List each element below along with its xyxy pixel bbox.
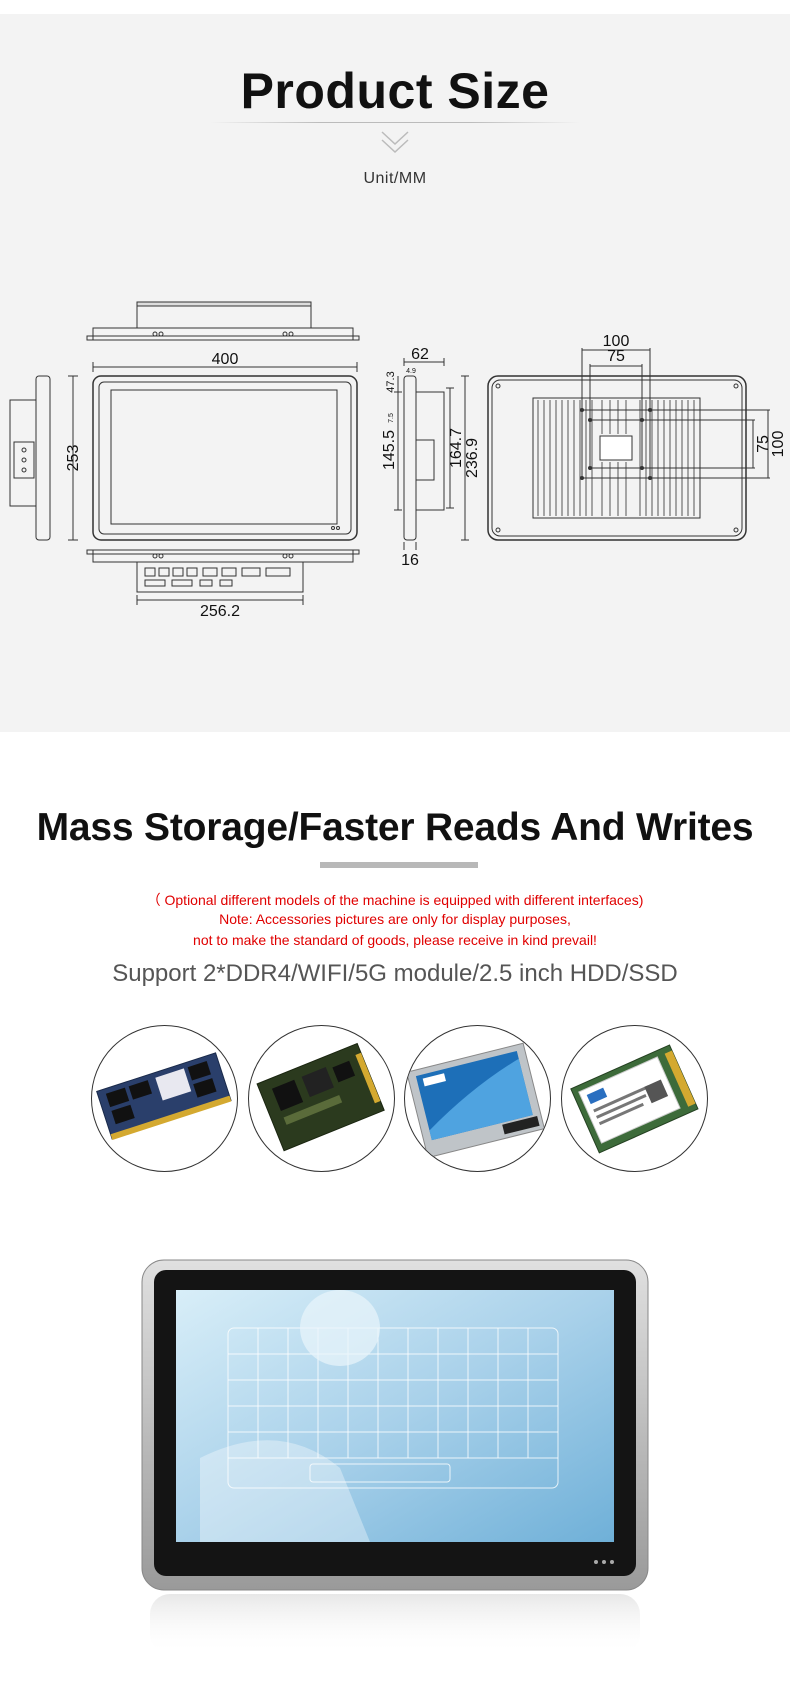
panel-pc-image bbox=[141, 1259, 649, 1654]
dim-16: 16 bbox=[401, 552, 419, 569]
back-view bbox=[487, 375, 747, 541]
dim-256-2: 256.2 bbox=[200, 603, 240, 620]
dim-4-9: 4.9 bbox=[406, 368, 416, 375]
wifi-card-image bbox=[561, 1025, 708, 1172]
front-view-outer bbox=[92, 375, 358, 541]
storage-title: Mass Storage/Faster Reads And Writes bbox=[36, 806, 754, 849]
note-accessories: Note: Accessories pictures are only for … bbox=[219, 911, 571, 927]
back-view-heatsink bbox=[532, 397, 701, 519]
note-standard: not to make the standard of goods, pleas… bbox=[193, 932, 597, 948]
unit-label: Unit/MM bbox=[363, 170, 427, 187]
right-side-view bbox=[403, 375, 417, 541]
dimension-drawing: 400 253 256.2 62 16 47.3 4.9 7.5 145.5 1… bbox=[9, 301, 787, 620]
dim-62: 62 bbox=[411, 346, 429, 363]
dim-vesa-100-right: 100 bbox=[770, 431, 787, 458]
dim-vesa-75-right: 75 bbox=[755, 435, 772, 453]
top-view-frame bbox=[92, 327, 354, 341]
chevron-down-icon bbox=[381, 131, 409, 154]
dim-47-3: 47.3 bbox=[385, 371, 397, 392]
dim-145-5: 145.5 bbox=[381, 430, 398, 470]
dim-7-5: 7.5 bbox=[388, 413, 395, 423]
msata-module-image bbox=[248, 1025, 395, 1172]
product-size-section bbox=[0, 14, 790, 732]
note-optional: （ Optional different models of the machi… bbox=[146, 892, 644, 908]
left-side-view bbox=[35, 375, 51, 541]
dim-236-9: 236.9 bbox=[464, 438, 481, 478]
bottom-view-frame bbox=[92, 549, 354, 563]
dim-400: 400 bbox=[212, 351, 239, 368]
ram-module-image bbox=[91, 1025, 238, 1172]
dim-vesa-75-top: 75 bbox=[607, 348, 625, 365]
dim-253: 253 bbox=[65, 445, 82, 472]
dim-vesa-100-top: 100 bbox=[603, 333, 630, 350]
support-text: Support 2*DDR4/WIFI/5G module/2.5 inch H… bbox=[112, 960, 678, 987]
title-divider bbox=[210, 122, 580, 123]
bottom-view-ports bbox=[136, 561, 304, 593]
ssd-image bbox=[404, 1025, 551, 1172]
storage-title-bar bbox=[320, 862, 478, 868]
product-size-title: Product Size bbox=[240, 63, 550, 119]
dim-164-7: 164.7 bbox=[448, 428, 465, 468]
